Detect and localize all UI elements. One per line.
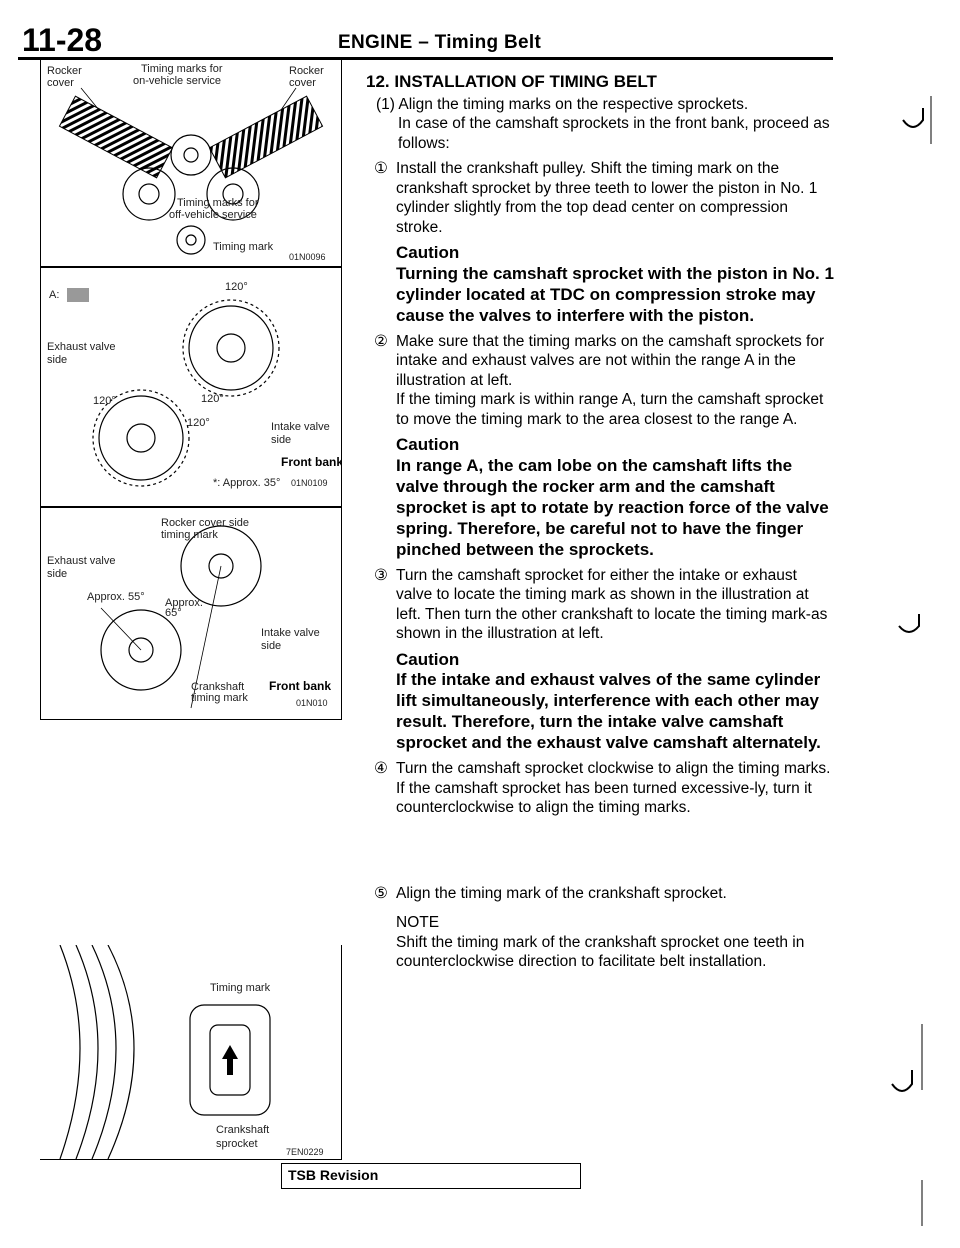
angle-label: 120° xyxy=(225,281,248,293)
figure-code: 01N0096 xyxy=(289,252,326,262)
header-rule xyxy=(18,57,833,60)
label-front-bank: Front bank xyxy=(269,679,331,693)
label-timing-mark: Timing mark xyxy=(213,241,274,253)
exhaust-sprocket xyxy=(182,299,280,397)
svg-text:side: side xyxy=(261,640,281,652)
label-crankshaft-sprocket: Crankshaft xyxy=(216,1124,269,1136)
instructions: 12. INSTALLATION OF TIMING BELT (1) Alig… xyxy=(366,72,836,972)
edge-mark xyxy=(898,614,920,633)
caution-text: If the intake and exhaust valves of the … xyxy=(396,670,821,752)
right-camshaft-gear xyxy=(208,95,324,179)
crankshaft-pulley xyxy=(59,945,271,1159)
label-rocker-cover-right: Rocker xyxy=(289,65,324,77)
angle-label: 120° xyxy=(187,417,210,429)
caution-title: Caution xyxy=(396,243,460,262)
label-timing-mark: Timing mark xyxy=(210,982,271,994)
svg-text:side: side xyxy=(47,354,67,366)
figure-code: 7EN0229 xyxy=(286,1147,324,1157)
step-1: (1) Align the timing marks on the respec… xyxy=(376,95,749,113)
exhaust-sprocket xyxy=(180,525,262,607)
label-crankshaft-mark: Crankshaft xyxy=(191,681,244,693)
figure-crankshaft-sprocket: Timing mark Crankshaft sprocket 7EN0229 xyxy=(40,945,342,1160)
substep-3: ③ Turn the camshaft sprocket for either … xyxy=(366,566,836,754)
page-number: 11-28 xyxy=(22,22,103,58)
svg-text:65°: 65° xyxy=(165,607,182,619)
label-intake-side: Intake valve xyxy=(271,421,330,433)
label-rocker-cover-left: Rocker xyxy=(47,65,82,77)
range-a-swatch xyxy=(67,288,89,302)
substep-5: ⑤ Align the timing mark of the crankshaf… xyxy=(366,884,836,972)
caution-title: Caution xyxy=(396,435,460,454)
svg-text:timing mark: timing mark xyxy=(161,529,218,541)
intake-sprocket xyxy=(92,389,190,487)
substep-2: ② Make sure that the timing marks on the… xyxy=(366,332,836,560)
section-title: 12. INSTALLATION OF TIMING BELT xyxy=(366,72,657,91)
step-1-note: In case of the camshaft sprockets in the… xyxy=(398,115,830,152)
label-front-bank: Front bank xyxy=(281,455,341,469)
center-sprockets xyxy=(122,134,260,255)
label-approx-55: Approx. 55° xyxy=(87,591,145,603)
figure-code: 01N0109 xyxy=(291,478,328,488)
page-title: ENGINE – Timing Belt xyxy=(338,32,542,53)
left-camshaft-gear xyxy=(58,95,174,179)
label-marks-off-vehicle: Timing marks for xyxy=(177,197,259,209)
label-approx-65: Approx. xyxy=(165,597,203,609)
caution-text: Turning the camshaft sprocket with the p… xyxy=(396,263,834,325)
angle-label: 120° xyxy=(201,393,224,405)
label-approx-35: *: Approx. 35° xyxy=(213,477,280,489)
edge-mark xyxy=(891,1024,923,1226)
label-marks-on-vehicle: Timing marks for xyxy=(141,63,223,75)
figure-sprocket-timing-marks: Rocker cover Timing marks for on-vehicle… xyxy=(40,60,342,267)
svg-text:off-vehicle service: off-vehicle service xyxy=(169,209,257,221)
caution-title: Caution xyxy=(396,649,460,669)
angle-label: 120° xyxy=(93,395,116,407)
label-rocker-cover-mark: Rocker cover side xyxy=(161,517,249,529)
svg-text:side: side xyxy=(271,434,291,446)
svg-text:timing mark: timing mark xyxy=(191,692,248,704)
range-a-label: A: xyxy=(49,289,59,301)
label-intake-side: Intake valve xyxy=(261,627,320,639)
svg-text:cover: cover xyxy=(289,77,316,89)
caution-text: In range A, the cam lobe on the camshaft… xyxy=(396,455,829,559)
intake-sprocket xyxy=(100,609,182,691)
note-title: NOTE xyxy=(396,914,440,931)
tsb-revision-box: TSB Revision xyxy=(281,1163,581,1189)
note-text: Shift the timing mark of the crankshaft … xyxy=(396,933,805,971)
label-exhaust-side: Exhaust valve xyxy=(47,555,115,567)
svg-text:on-vehicle service: on-vehicle service xyxy=(133,75,221,87)
figure-sprocket-approx-angles: Rocker cover side timing mark Exhaust va… xyxy=(40,507,342,720)
svg-text:side: side xyxy=(47,568,67,580)
edge-mark xyxy=(902,96,932,144)
substep-4: ④ Turn the camshaft sprocket clockwise t… xyxy=(374,760,831,816)
svg-text:cover: cover xyxy=(47,77,74,89)
arrow-icon xyxy=(222,1045,238,1075)
label-exhaust-side: Exhaust valve xyxy=(47,341,115,353)
substep-1: ① Install the crankshaft pulley. Shift t… xyxy=(366,159,836,326)
figure-code: 01N010 xyxy=(296,698,328,708)
figure-range-a: A: Exhaust valve side Intake valve side … xyxy=(40,267,342,507)
svg-text:sprocket: sprocket xyxy=(216,1138,258,1150)
